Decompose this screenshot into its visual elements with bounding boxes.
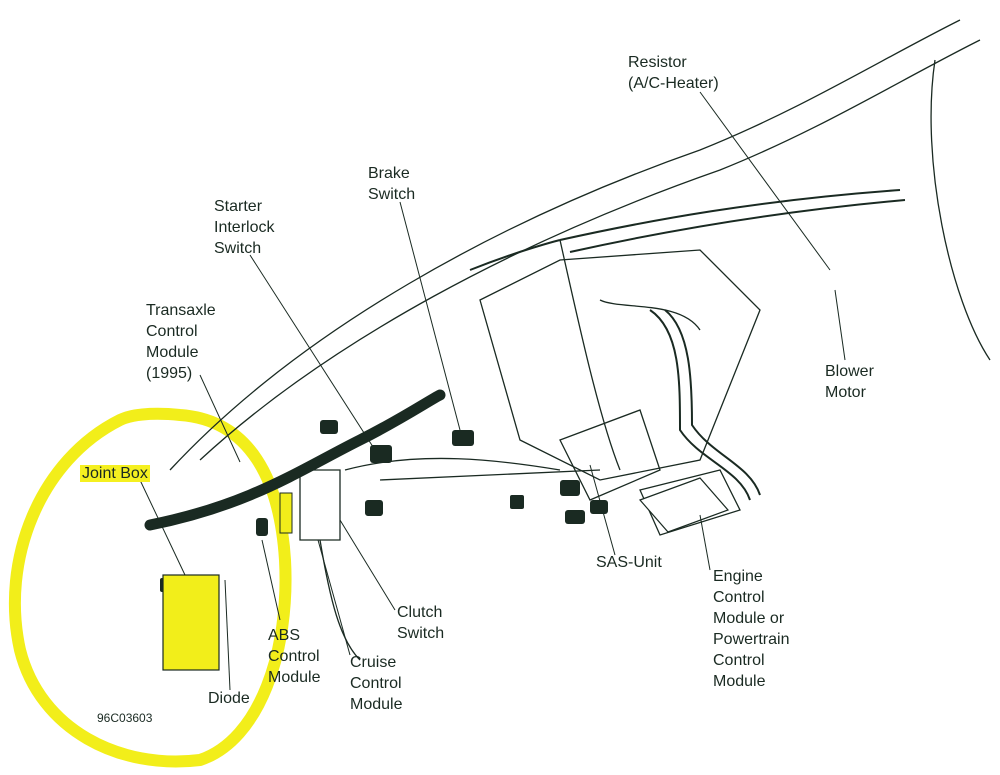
label-joint-box: Joint Box: [80, 465, 150, 482]
label-blower-motor: Blower Motor: [825, 363, 874, 401]
main-harness: [144, 389, 446, 531]
label-engine-control-module: Engine Control Module or Powertrain Cont…: [713, 568, 790, 690]
joint-box-shape: [162, 574, 220, 671]
label-starter-interlock-switch: Starter Interlock Switch: [214, 198, 275, 257]
figure-code: 96C03603: [97, 711, 153, 725]
highlight-circle: [8, 407, 292, 768]
label-transaxle-control-module: Transaxle Control Module (1995): [146, 302, 216, 382]
label-diode: Diode: [208, 690, 250, 707]
label-brake-switch: Brake Switch: [368, 165, 416, 203]
label-abs-control-module: ABS Control Module: [268, 627, 321, 686]
label-sas-unit: SAS-Unit: [596, 554, 662, 571]
ecm-shape: [638, 477, 730, 533]
label-resistor: Resistor (A/C-Heater): [628, 54, 719, 92]
label-cruise-control-module: Cruise Control Module: [350, 654, 403, 713]
label-clutch-switch: Clutch Switch: [397, 604, 445, 642]
